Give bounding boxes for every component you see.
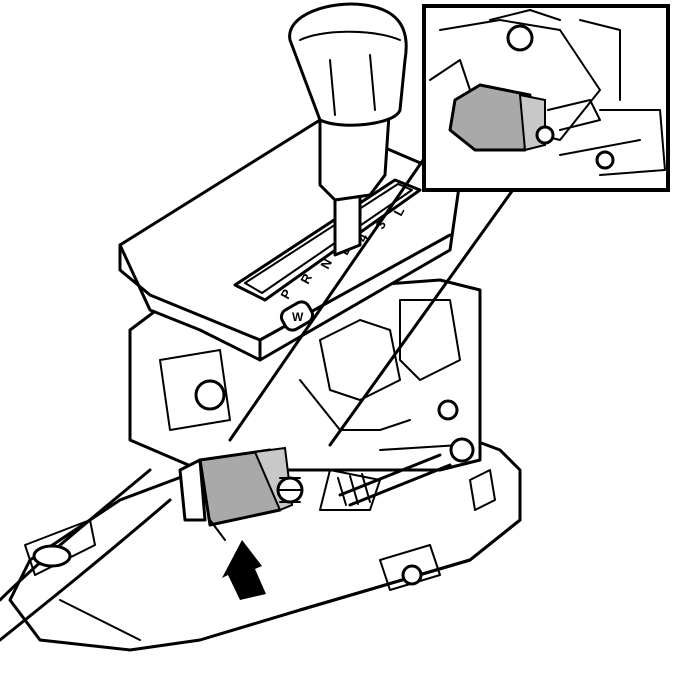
gear-lever (288, 2, 408, 257)
shift-cable (0, 468, 172, 642)
winter-mode-button: W (279, 300, 315, 332)
winter-mode-label: W (292, 310, 304, 324)
detail-inset (422, 4, 670, 192)
up-arrow-icon (222, 540, 266, 600)
shift-lock-solenoid (178, 446, 304, 541)
callout-leader-lines (228, 148, 522, 447)
shifter-base-housing (8, 418, 522, 652)
